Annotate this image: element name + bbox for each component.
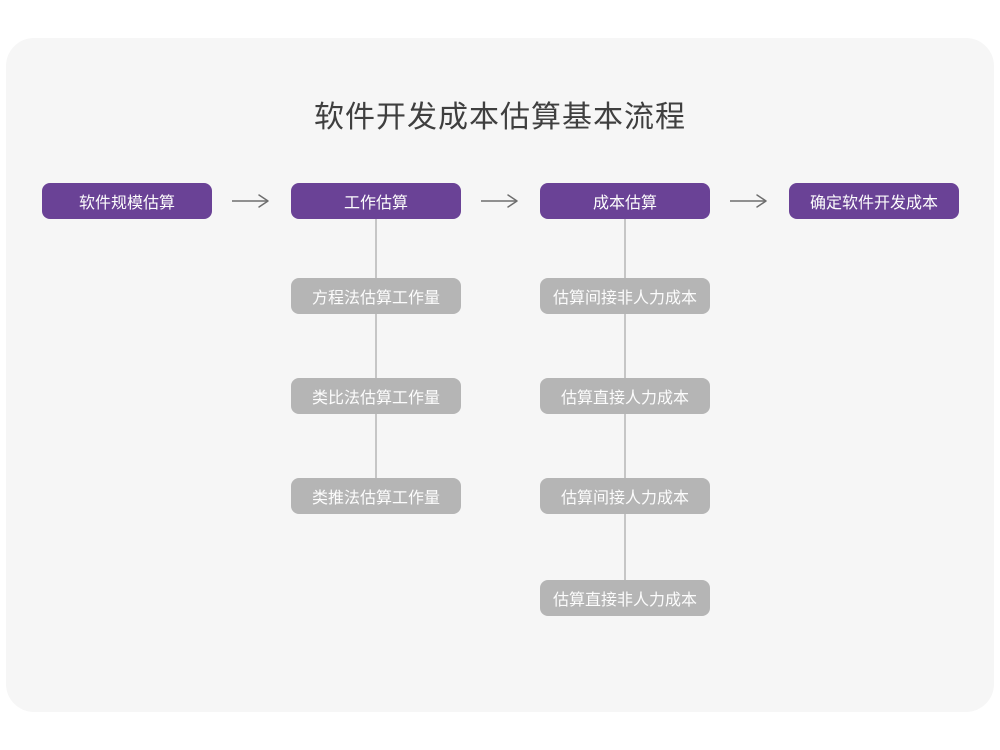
sub-node-direct-non-labor-cost: 估算直接非人力成本 (540, 580, 710, 616)
arrow-right-icon (231, 193, 271, 209)
diagram-card (6, 38, 994, 712)
flow-node-cost-estimation: 成本估算 (540, 183, 710, 219)
sub-node-analogy-method: 类比法估算工作量 (291, 378, 461, 414)
arrow-right-icon (480, 193, 520, 209)
flow-node-determine-development-cost: 确定软件开发成本 (789, 183, 959, 219)
sub-node-indirect-non-labor-cost: 估算间接非人力成本 (540, 278, 710, 314)
sub-node-indirect-labor-cost: 估算间接人力成本 (540, 478, 710, 514)
sub-node-direct-labor-cost: 估算直接人力成本 (540, 378, 710, 414)
sub-node-equation-method: 方程法估算工作量 (291, 278, 461, 314)
flow-node-software-scale-estimation: 软件规模估算 (42, 183, 212, 219)
arrow-right-icon (729, 193, 769, 209)
sub-node-extrapolation-method: 类推法估算工作量 (291, 478, 461, 514)
diagram-title: 软件开发成本估算基本流程 (314, 100, 686, 135)
flow-node-work-estimation: 工作估算 (291, 183, 461, 219)
connector-line-work-estimation (375, 219, 377, 496)
